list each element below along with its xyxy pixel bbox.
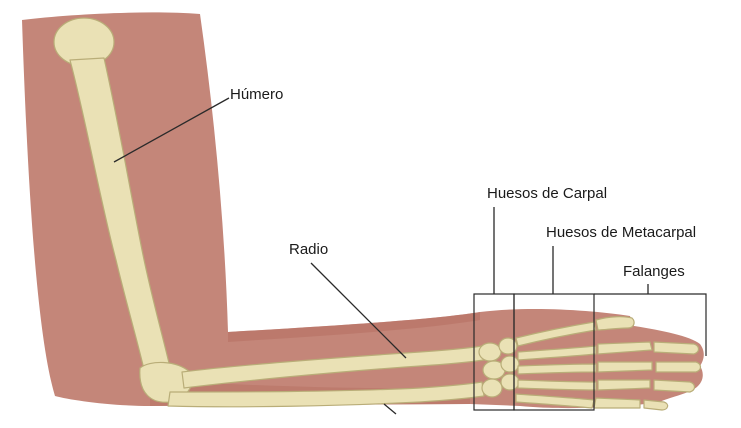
phalanges-label: Falanges bbox=[623, 264, 685, 279]
humerus-label: Húmero bbox=[230, 87, 283, 102]
radius-leader-lower bbox=[384, 404, 396, 414]
metacarpal-label: Huesos de Metacarpal bbox=[546, 225, 696, 240]
carpal-bones bbox=[479, 338, 519, 397]
radius-label: Radio bbox=[289, 242, 328, 257]
carpal-label: Huesos de Carpal bbox=[487, 186, 607, 201]
